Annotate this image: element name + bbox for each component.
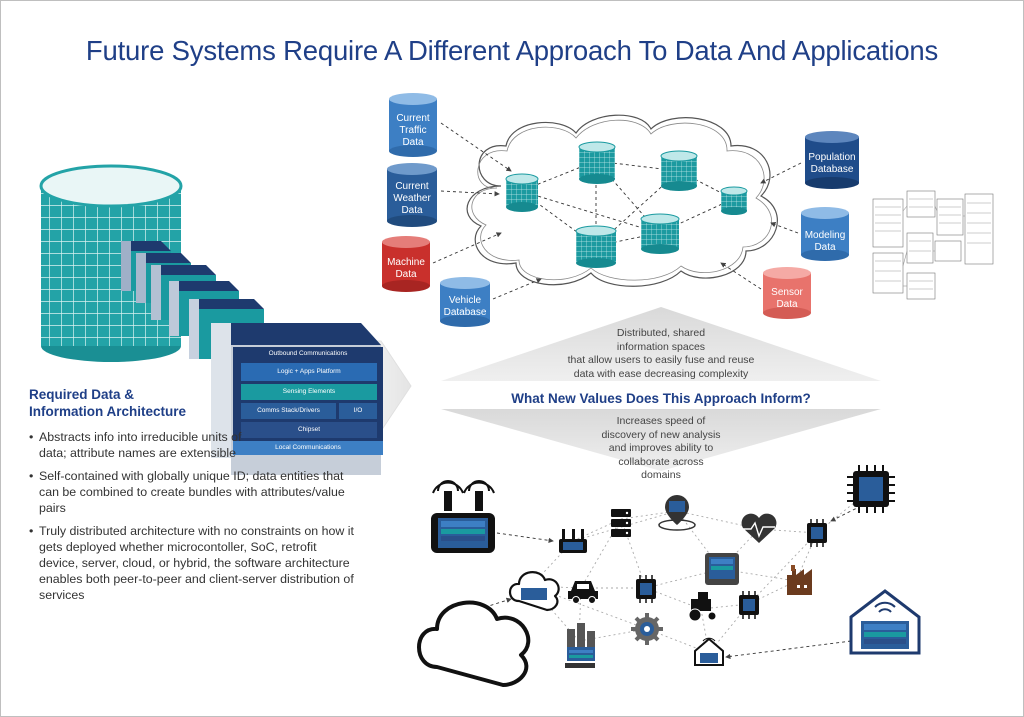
upper-gray-triangle	[441, 307, 881, 381]
house-icon-small	[694, 637, 724, 666]
current-traffic-data-cylinder	[389, 93, 437, 157]
modeling-data-cylinder	[801, 207, 849, 261]
stack-layer-local-communications: Local Communications	[275, 444, 341, 451]
values-question: What New Values Does This Approach Infor…	[511, 391, 811, 406]
location-pin-icon	[658, 495, 696, 531]
stack-layer-chipset: Chipset	[297, 426, 321, 433]
architecture-bullets: Abstracts info into irreducible units of…	[29, 429, 359, 610]
sensor-data-label: Sensor Data	[771, 287, 803, 310]
data-source-cylinders	[382, 93, 859, 327]
architecture-heading: Required Data & Information Architecture	[29, 387, 187, 419]
architecture-stack	[121, 241, 383, 475]
sensor-data-cylinder	[763, 267, 811, 319]
stack-layer-outbound-communications: Outbound Communications	[268, 350, 348, 357]
bullet-item: Abstracts info into irreducible units of…	[29, 429, 249, 461]
chip-icon-right-large	[847, 465, 895, 513]
modeling-data-label: Modeling Data	[804, 230, 846, 253]
stack-layer-comms-stack-drivers: Comms Stack/Drivers	[257, 407, 320, 414]
device-screen-icon	[565, 663, 595, 668]
cloud-icon-small	[508, 571, 560, 612]
population-database-cylinder	[805, 131, 859, 189]
gear-icon	[631, 613, 663, 645]
vehicle-database-cylinder	[440, 277, 490, 327]
upper-description: Distributed, shared information spaces t…	[567, 327, 755, 380]
page-title: Future Systems Require A Different Appro…	[85, 35, 939, 66]
bullet-item: Self-contained with globally unique ID; …	[29, 468, 359, 516]
machine-data-label: Machine Data	[387, 257, 425, 280]
factory-icon	[787, 565, 812, 595]
house-icon-large	[849, 589, 921, 655]
small-router-icon	[559, 529, 587, 553]
city-icon	[567, 623, 595, 661]
current-weather-data-label: Current Weather Data	[393, 181, 431, 216]
vehicle-database-label: Vehicle Database	[443, 295, 487, 318]
heart-icon	[741, 513, 777, 543]
lower-gray-triangle	[441, 409, 881, 471]
chip-icon-center	[636, 575, 656, 603]
lower-description: Increases speed of discovery of new anal…	[601, 415, 721, 481]
population-database-label: Population Database	[808, 152, 856, 175]
car-icon	[568, 581, 598, 604]
bullet-item: Truly distributed architecture with no c…	[29, 523, 359, 603]
server-icon	[611, 509, 631, 537]
schema-diagram	[872, 190, 994, 300]
current-weather-data-cylinder	[387, 163, 437, 227]
machine-data-cylinder	[382, 236, 430, 292]
chip-icon	[807, 519, 827, 547]
tablet-icon	[705, 553, 739, 585]
stack-layer-sensing-elements: Sensing Elements	[282, 388, 336, 395]
current-traffic-data-label: Current Traffic Data	[396, 113, 430, 148]
stack-layer-logic-apps-platform: Logic + Apps Platform	[277, 368, 341, 375]
cloud-icon-large	[417, 600, 531, 687]
chip-icon-lower	[739, 591, 759, 619]
tractor-icon	[688, 592, 717, 622]
stack-layer-io: I/O	[353, 407, 363, 414]
router-icon	[431, 480, 495, 553]
cloud-database-nodes	[505, 141, 748, 268]
